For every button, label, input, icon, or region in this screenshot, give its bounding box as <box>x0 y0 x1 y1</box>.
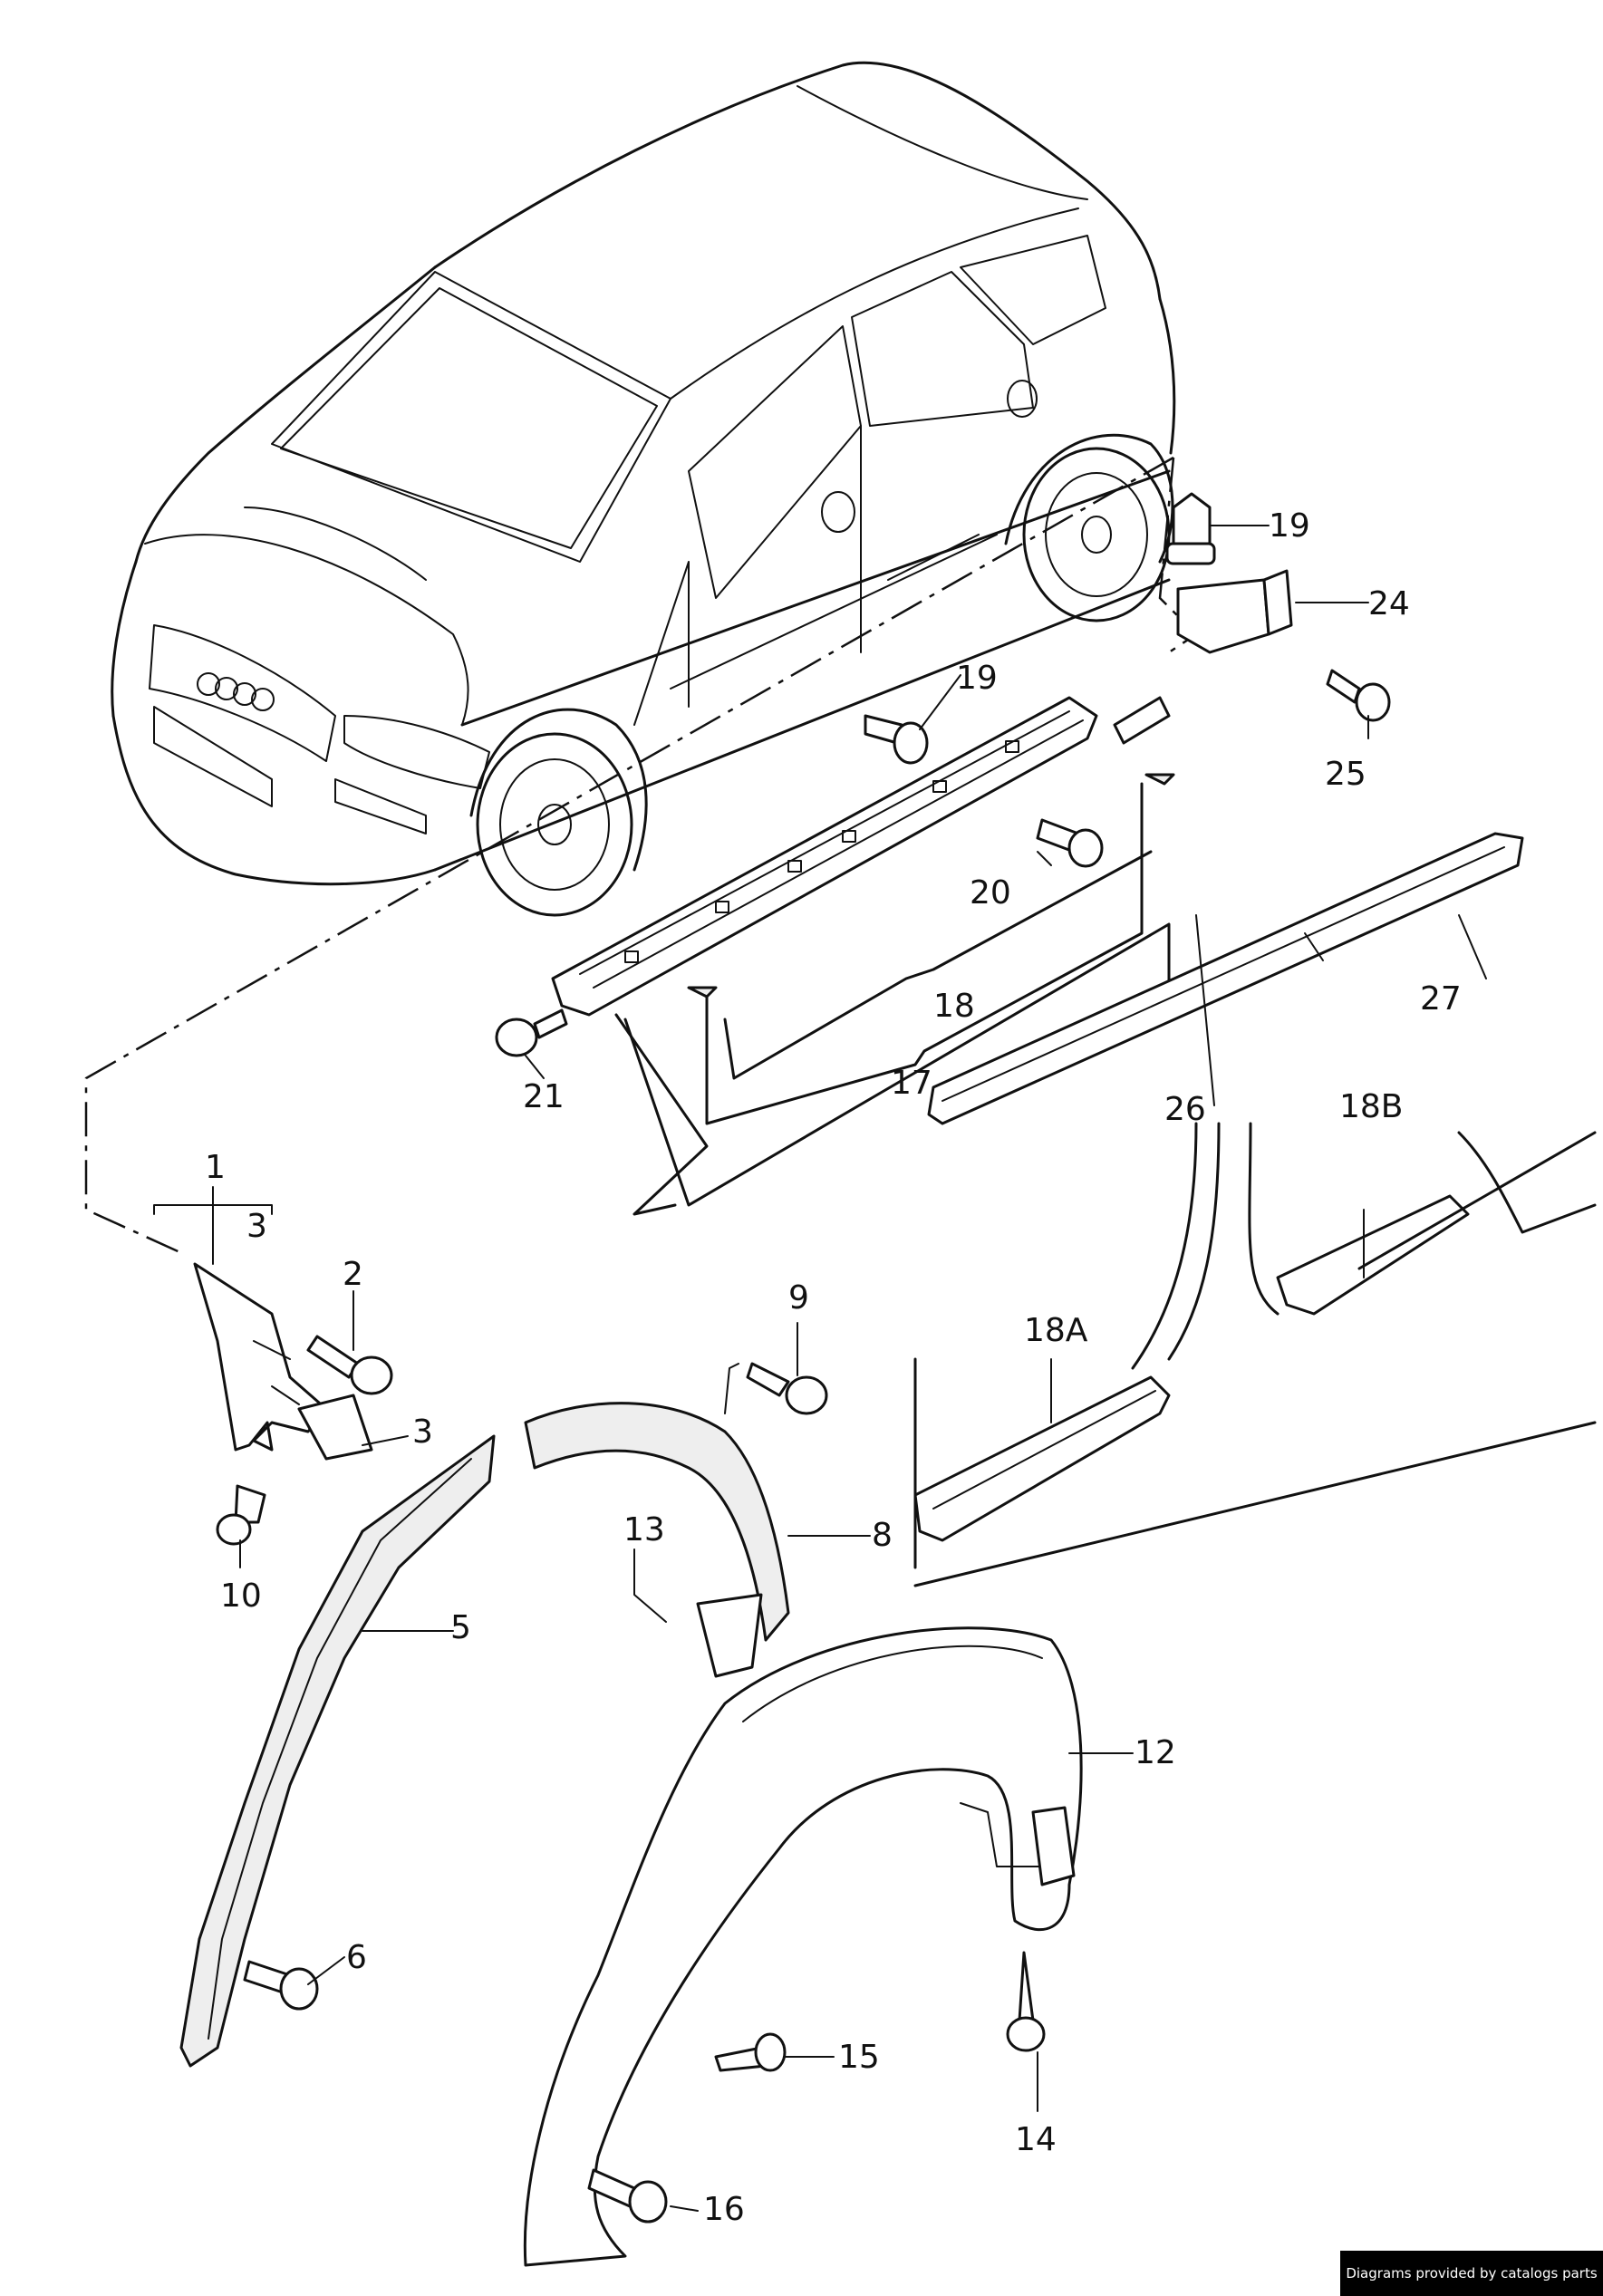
wheel-arch-reinforcement-5 <box>179 1434 496 2068</box>
label-9: 9 <box>788 1279 809 1317</box>
label-19-upper: 19 <box>1269 507 1310 545</box>
screw-21 <box>495 1008 568 1057</box>
screw-14 <box>1006 1951 1046 2052</box>
part-labels: 1 3 2 3 5 6 8 9 10 12 13 14 15 16 17 18 … <box>205 507 1462 2228</box>
label-27: 27 <box>1420 980 1462 1018</box>
screw-6 <box>243 1960 319 2011</box>
label-20: 20 <box>970 874 1011 912</box>
fender-liner-8 <box>524 1363 790 1678</box>
door-sill-panel <box>913 1122 1597 1587</box>
label-13: 13 <box>623 1511 665 1548</box>
label-10: 10 <box>220 1577 262 1615</box>
label-14: 14 <box>1015 2121 1057 2158</box>
clip-19-lower <box>864 714 929 765</box>
label-18a: 18A <box>1024 1312 1088 1349</box>
label-18b: 18B <box>1339 1088 1404 1125</box>
label-17: 17 <box>891 1065 932 1102</box>
screw-16 <box>587 2168 668 2224</box>
label-24: 24 <box>1368 585 1410 622</box>
label-3a: 3 <box>246 1208 267 1245</box>
screw-9 <box>746 1362 828 1415</box>
fasteners <box>216 492 1391 2224</box>
label-12: 12 <box>1135 1734 1176 1771</box>
screw-25 <box>1326 669 1391 722</box>
side-molding <box>927 832 1524 1125</box>
diagram-credit-badge: Diagrams provided by catalogs parts <box>1340 2251 1603 2296</box>
label-5: 5 <box>450 1609 471 1646</box>
label-26: 26 <box>1164 1091 1206 1128</box>
wheel-arch-flare-12 <box>523 1626 1083 2267</box>
car-illustration <box>111 61 1176 917</box>
leader-lines <box>153 525 1487 2212</box>
label-16: 16 <box>703 2191 745 2228</box>
label-21: 21 <box>523 1078 565 1115</box>
screw-2 <box>306 1335 393 1395</box>
label-1: 1 <box>205 1149 226 1186</box>
sill-trim-assembly <box>551 696 1175 1216</box>
clip-19-upper <box>1165 492 1216 565</box>
label-25: 25 <box>1325 756 1366 793</box>
bracket-1 <box>193 1262 373 1461</box>
screw-15 <box>714 2032 787 2072</box>
screw-20 <box>1036 818 1104 868</box>
label-3b: 3 <box>412 1413 433 1451</box>
clip-10 <box>216 1484 266 1546</box>
assembly-guide-lines <box>84 456 1198 1257</box>
label-6: 6 <box>346 1939 367 1976</box>
label-19-lower: 19 <box>956 660 998 697</box>
label-18: 18 <box>933 988 975 1025</box>
label-8: 8 <box>872 1517 893 1554</box>
label-15: 15 <box>838 2039 880 2076</box>
label-2: 2 <box>343 1256 363 1293</box>
rear-bracket <box>1176 569 1293 654</box>
